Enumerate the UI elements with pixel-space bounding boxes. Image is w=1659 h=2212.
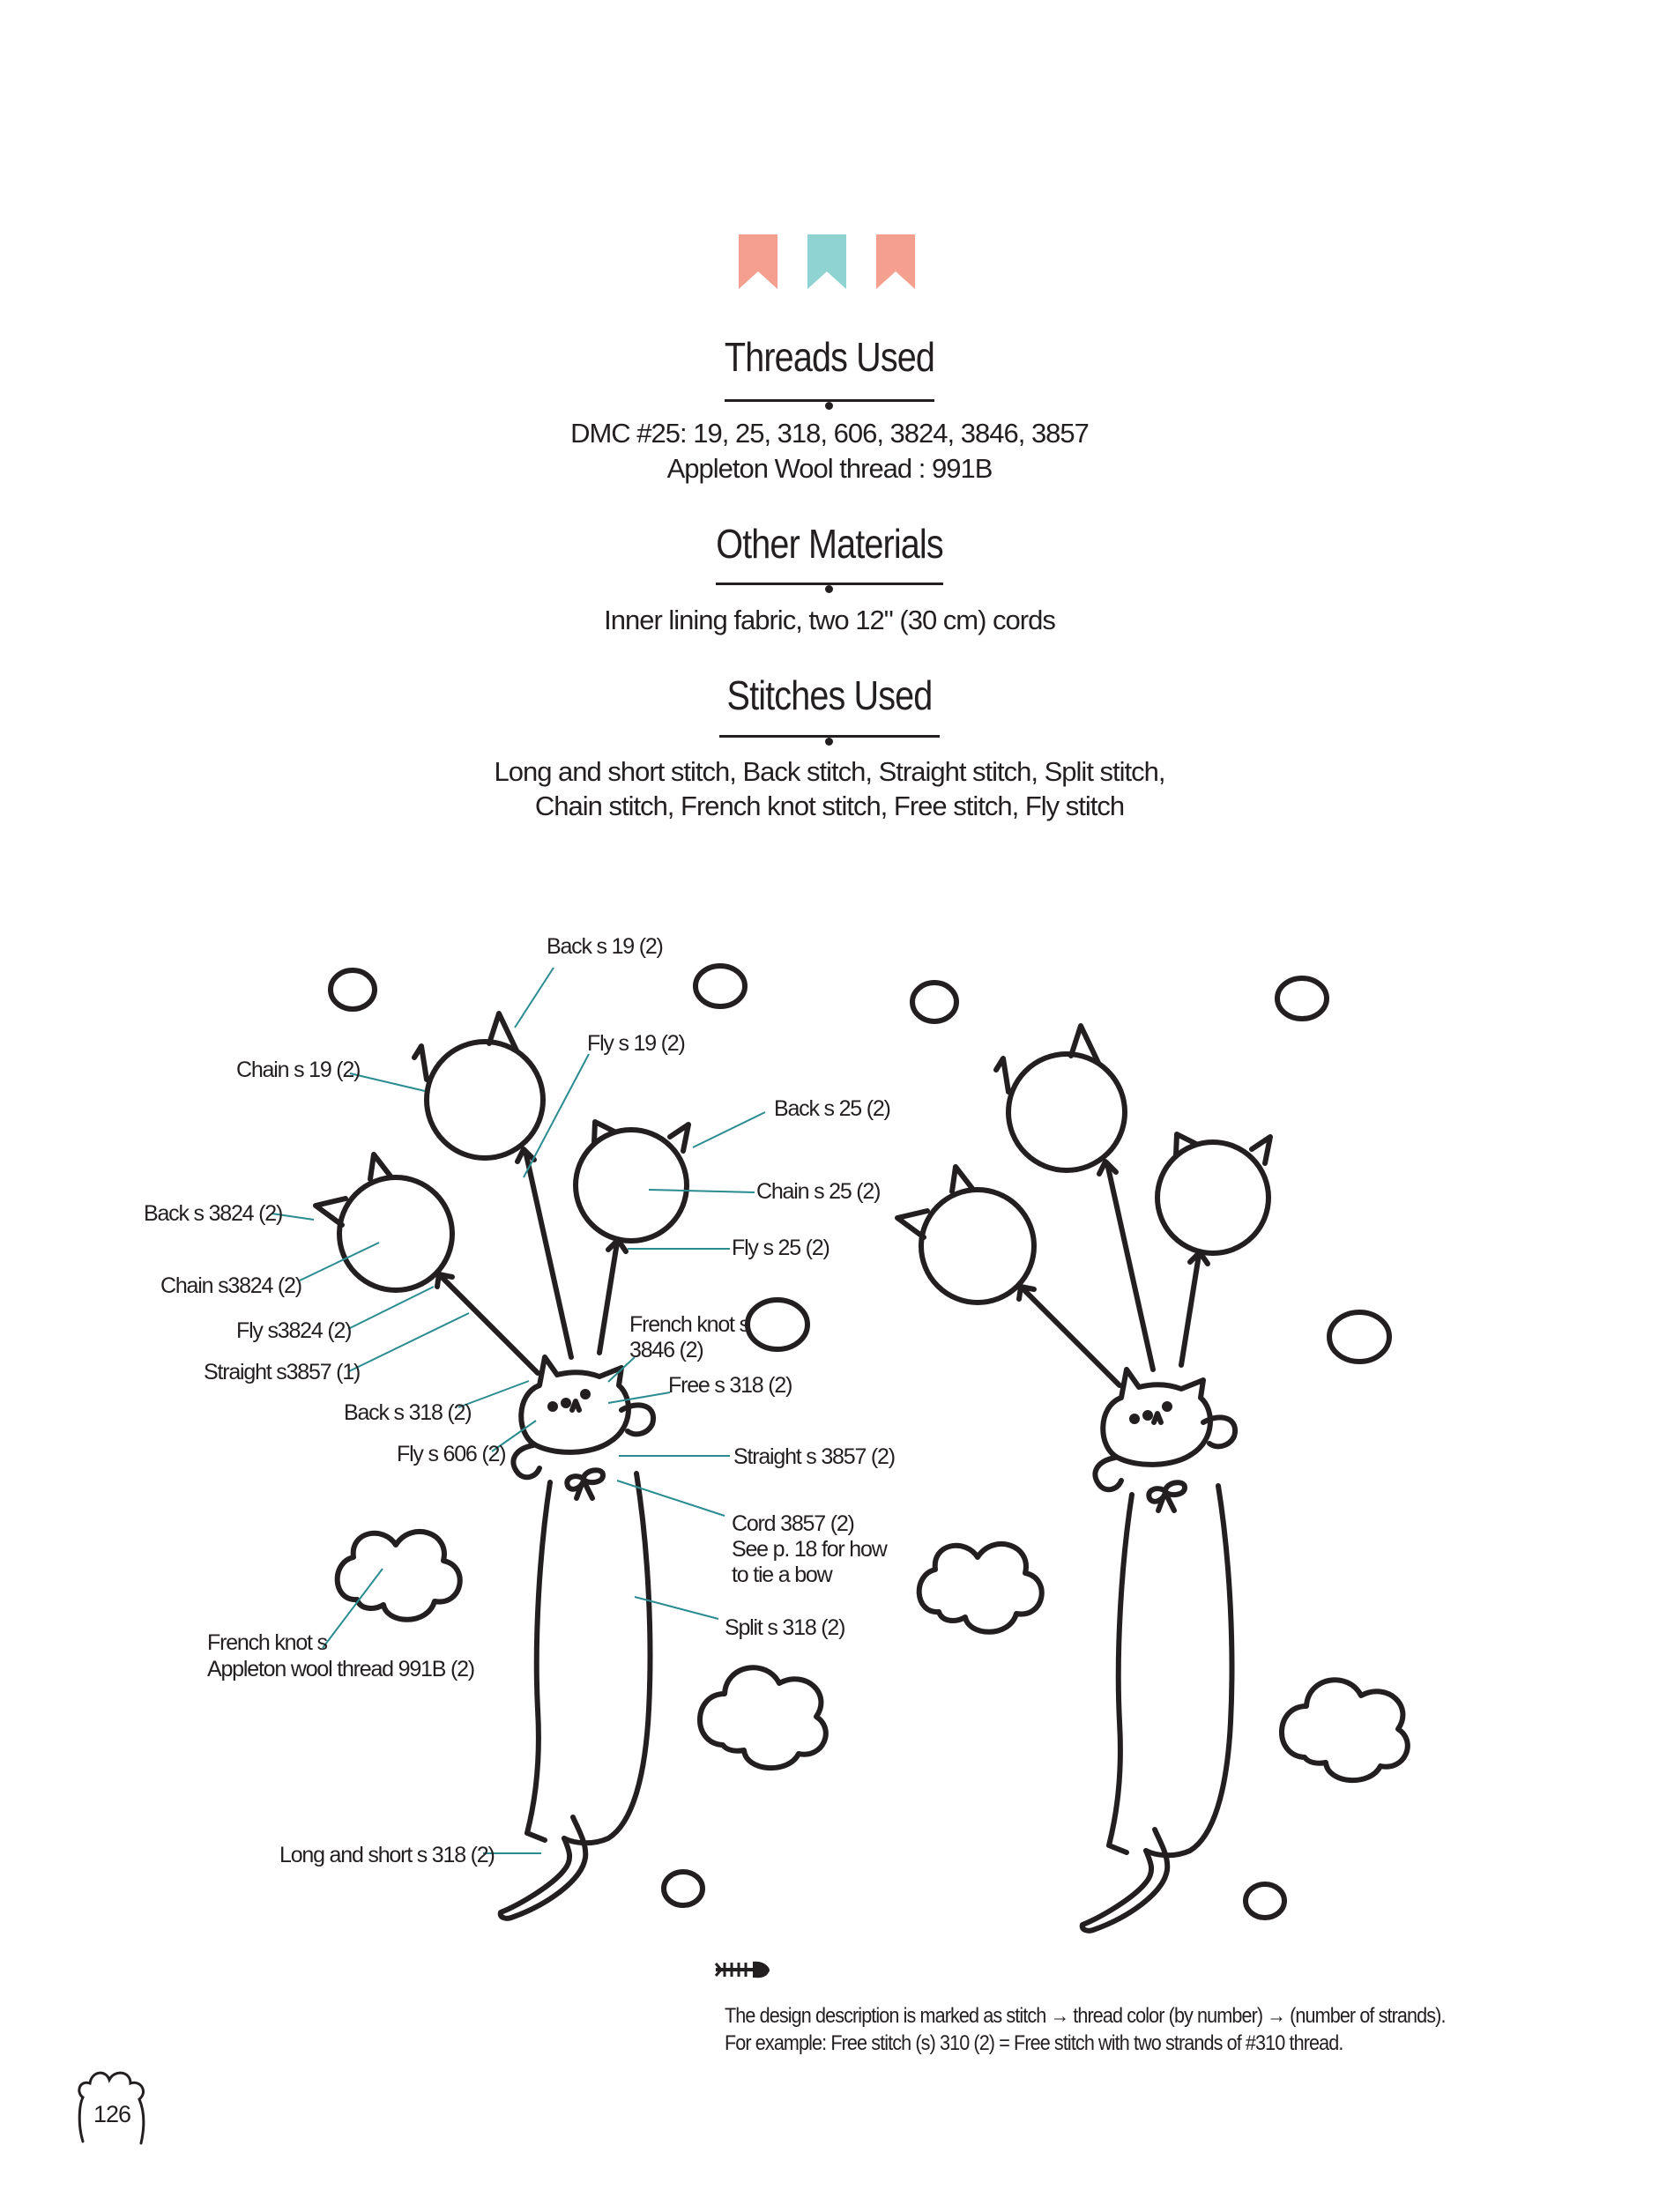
label-french-991-line2: Appleton wool thread 991B (2) <box>207 1657 474 1681</box>
label-back-25: Back s 25 (2) <box>774 1096 890 1121</box>
label-fly-19: Fly s 19 (2) <box>587 1031 685 1056</box>
label-fly-3824: Fly s3824 (2) <box>236 1318 351 1343</box>
label-fly-25: Fly s 25 (2) <box>732 1236 830 1260</box>
plain-pattern-figure <box>897 978 1408 1931</box>
label-chain-3824: Chain s3824 (2) <box>160 1273 301 1298</box>
rule-dot-icon <box>825 738 833 746</box>
rule-dot-icon <box>825 402 833 410</box>
label-french-3846-line2: 3846 (2) <box>629 1338 703 1362</box>
stitches-line: Chain stitch, French knot stitch, Free s… <box>534 791 1125 821</box>
stitches-line: Long and short stitch, Back stitch, Stra… <box>494 756 1165 787</box>
label-cord-line2: See p. 18 for how <box>732 1537 889 1562</box>
stitches-used-heading: Stitches Used <box>726 672 934 718</box>
threads-line: DMC #25: 19, 25, 318, 606, 3824, 3846, 3… <box>570 418 1090 449</box>
label-french-3846-line1: French knot s <box>629 1312 750 1337</box>
label-cord-line3: to tie a bow <box>732 1563 834 1587</box>
label-free-318: Free s 318 (2) <box>668 1373 792 1398</box>
label-long-short-318: Long and short s 318 (2) <box>279 1843 495 1867</box>
label-back-19: Back s 19 (2) <box>547 934 663 959</box>
heading-rule <box>719 735 940 738</box>
footnote-line-1: The design description is marked as stit… <box>725 2004 1446 2028</box>
threads-line: Appleton Wool thread : 991B <box>666 453 993 484</box>
paw-icon <box>78 2071 145 2145</box>
label-fly-606: Fly s 606 (2) <box>397 1442 505 1466</box>
label-straight-3857-1: Straight s3857 (1) <box>204 1360 360 1384</box>
heading-rule <box>716 583 943 585</box>
page-number: 126 <box>93 2101 131 2127</box>
heading-rule <box>725 399 934 402</box>
other-materials-heading: Other Materials <box>716 521 943 567</box>
label-chain-25: Chain s 25 (2) <box>756 1179 880 1204</box>
annotated-pattern-figure <box>316 966 826 1919</box>
rule-dot-icon <box>825 585 833 593</box>
leader-lines <box>271 967 766 1854</box>
label-chain-19: Chain s 19 (2) <box>236 1058 360 1082</box>
bunting-flags-icon <box>739 234 915 289</box>
threads-used-heading: Threads Used <box>724 334 935 380</box>
embroidery-pattern-diagram: Back s 19 (2) Fly s 19 (2) Chain s 19 (2… <box>144 934 1659 1965</box>
label-back-318: Back s 318 (2) <box>344 1400 471 1425</box>
label-straight-3857-2: Straight s 3857 (2) <box>733 1444 895 1469</box>
label-cord-line1: Cord 3857 (2) <box>732 1511 854 1536</box>
label-french-991-line1: French knot s <box>207 1630 328 1655</box>
label-split-318: Split s 318 (2) <box>725 1615 844 1640</box>
fishbone-icon <box>714 1961 770 1978</box>
materials-line: Inner lining fabric, two 12" (30 cm) cor… <box>604 605 1056 635</box>
footnote-line-2: For example: Free stitch (s) 310 (2) = F… <box>725 2031 1343 2055</box>
label-back-3824: Back s 3824 (2) <box>144 1201 282 1226</box>
